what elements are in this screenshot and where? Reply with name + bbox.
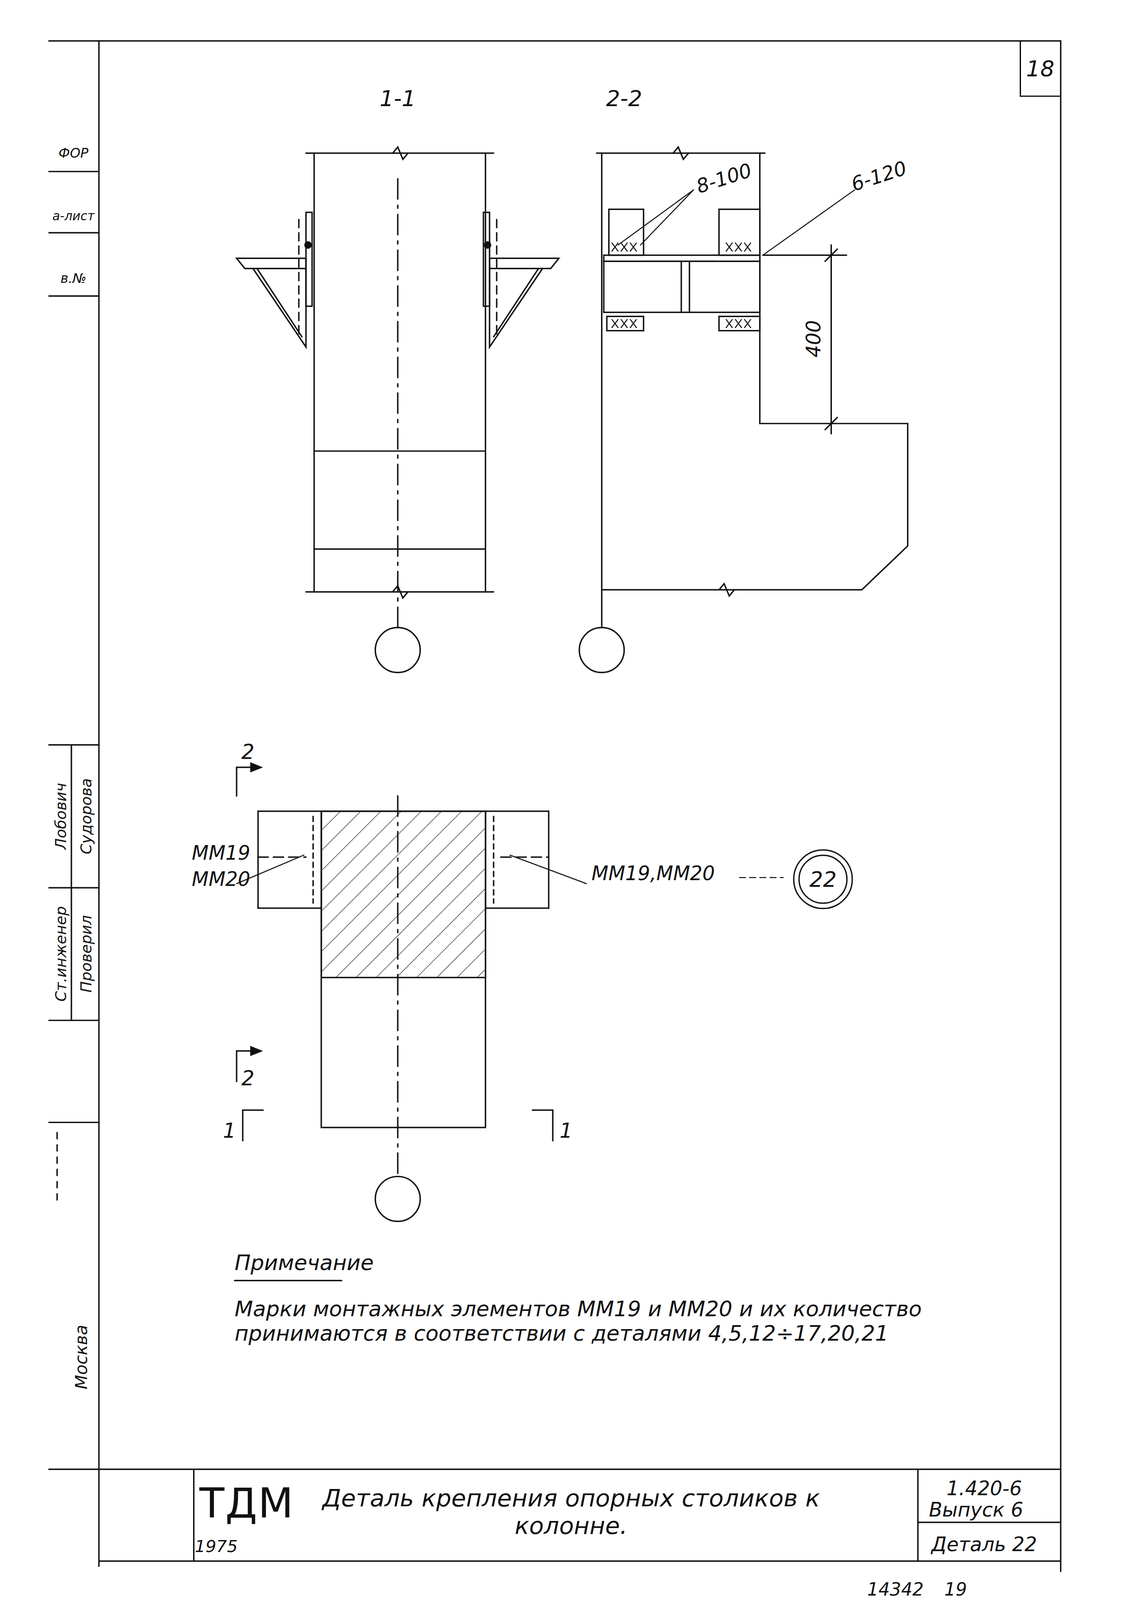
drawing-label: 1-1 (379, 86, 416, 112)
drawing-label: 1 (222, 1118, 236, 1142)
drawing-label: Выпуск 6 (928, 1498, 1023, 1521)
drawing-label: Ст.инженер (52, 906, 70, 1002)
plan-view (236, 763, 784, 1222)
drawing-label: Примечание (234, 1250, 374, 1275)
drawing-label: Лобович (52, 782, 70, 850)
drawing-label: Деталь крепления опорных столиков к коло… (318, 1484, 825, 1540)
node-text: 22 (809, 866, 837, 892)
drawing-label: 19 (944, 1578, 967, 1599)
drawing-label: Марки монтажных элементов ММ19 и ММ20 и … (234, 1296, 1007, 1346)
drawing-label: 1 (559, 1118, 573, 1142)
drawing-label: 2 (241, 1066, 255, 1090)
drawing-label: 14342 (867, 1578, 924, 1599)
drawing-label: 400 (802, 320, 826, 358)
drawing-label: 2-2 (605, 86, 643, 112)
drawing-label: ТДМ (199, 1480, 294, 1528)
section-2-2 (579, 146, 908, 673)
drawing-label: Москва (71, 1324, 92, 1390)
sheet-number-box: 18 (1019, 40, 1061, 97)
drawing-label: Проверил (78, 914, 96, 993)
drawing-label: ММ20 (191, 867, 251, 891)
detail-callout-circle: 22 (792, 848, 854, 910)
drawing-label: 8-100 (693, 158, 755, 198)
node-text: 18 (1026, 55, 1055, 82)
drawing-label: 2 (241, 740, 255, 764)
section-1-1 (236, 146, 559, 673)
drawing-label: ММ19 (191, 841, 251, 864)
drawing-label: а-лист (52, 209, 95, 224)
frame (48, 40, 1061, 1571)
drawing-label: 1.420-6 (946, 1476, 1022, 1500)
drawing-label: в.№ (60, 270, 87, 287)
underline (234, 1279, 342, 1281)
drawing-label: ФОР (58, 145, 89, 161)
drawing-label: Деталь 22 (931, 1532, 1037, 1556)
drawing-label: Судорова (78, 777, 96, 854)
drawing-label: 1975 (194, 1536, 238, 1556)
drawing-label: ММ19,ММ20 (591, 861, 716, 885)
drawing-label: 6-120 (848, 157, 910, 197)
